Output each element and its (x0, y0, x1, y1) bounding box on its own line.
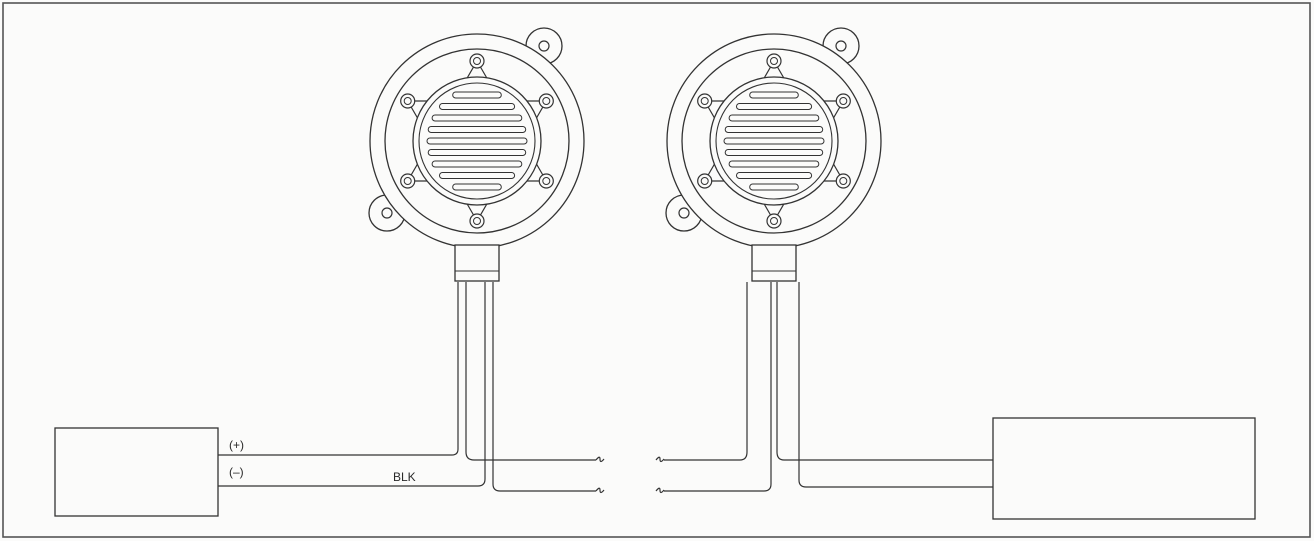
label-positive: (+) (229, 438, 244, 452)
grille-slat (427, 149, 527, 156)
wire-negative-right (798, 282, 993, 488)
cable-gland (751, 244, 797, 282)
screw (835, 93, 851, 109)
grille-slat (723, 137, 825, 145)
screw (697, 173, 713, 189)
screw-head (403, 97, 412, 105)
screw (538, 93, 554, 109)
wire-right-inner-1 (664, 282, 748, 461)
grille-slat (728, 114, 820, 122)
screw-head (403, 177, 412, 185)
label-negative: (–) (229, 465, 244, 479)
mounting-hole (538, 40, 550, 52)
grille-slat (749, 91, 799, 99)
screw-head (700, 177, 709, 185)
horn-inner-ring (384, 48, 570, 234)
wire-left-inner-1 (465, 282, 596, 461)
grille-slat (724, 126, 824, 133)
grille-slat (431, 114, 523, 122)
horn-left (368, 27, 585, 282)
label-wire-color: BLK (393, 470, 416, 484)
cable-gland (454, 244, 500, 282)
horn-right (665, 27, 882, 282)
screw (400, 93, 416, 109)
wire-break-mark (595, 456, 605, 463)
screw (400, 173, 416, 189)
mounting-hole (835, 40, 847, 52)
screw (835, 173, 851, 189)
wire-right-inner-2 (664, 282, 772, 492)
wire-positive-right (776, 282, 993, 461)
screw (766, 53, 782, 69)
grille-slat (431, 160, 523, 168)
grille-slat (439, 172, 516, 179)
wire-positive-left (218, 282, 459, 456)
right-wiring (655, 282, 993, 494)
screw-head (770, 57, 778, 65)
screw (538, 173, 554, 189)
screw (697, 93, 713, 109)
screw (766, 213, 782, 229)
screw-head (473, 217, 481, 225)
horn-inner-ring (681, 48, 867, 234)
screw-head (839, 97, 848, 105)
wire-left-inner-2 (492, 282, 596, 492)
grille-slat (439, 103, 516, 110)
grille-inner (715, 82, 833, 200)
left-wiring (218, 282, 605, 494)
grille-slat (426, 137, 528, 145)
screw-head (839, 177, 848, 185)
grille-slat (452, 183, 502, 191)
wire-break-mark (655, 487, 665, 494)
grille-slat (724, 149, 824, 156)
screw-head (473, 57, 481, 65)
wire-negative-left (218, 282, 486, 487)
left-junction-box (54, 427, 219, 517)
screw (469, 213, 485, 229)
grille-slat (749, 183, 799, 191)
grille-inner (418, 82, 536, 200)
screw-head (542, 97, 551, 105)
screw-head (542, 177, 551, 185)
screw-head (770, 217, 778, 225)
wire-break-mark (655, 456, 665, 463)
grille-slat (736, 172, 813, 179)
screw (469, 53, 485, 69)
mounting-hole (678, 207, 690, 219)
grille-slat (427, 126, 527, 133)
right-junction-box (992, 417, 1256, 520)
wire-break-mark (595, 487, 605, 494)
mounting-hole (381, 207, 393, 219)
screw-head (700, 97, 709, 105)
grille-slat (736, 103, 813, 110)
grille-slat (728, 160, 820, 168)
grille-slat (452, 91, 502, 99)
